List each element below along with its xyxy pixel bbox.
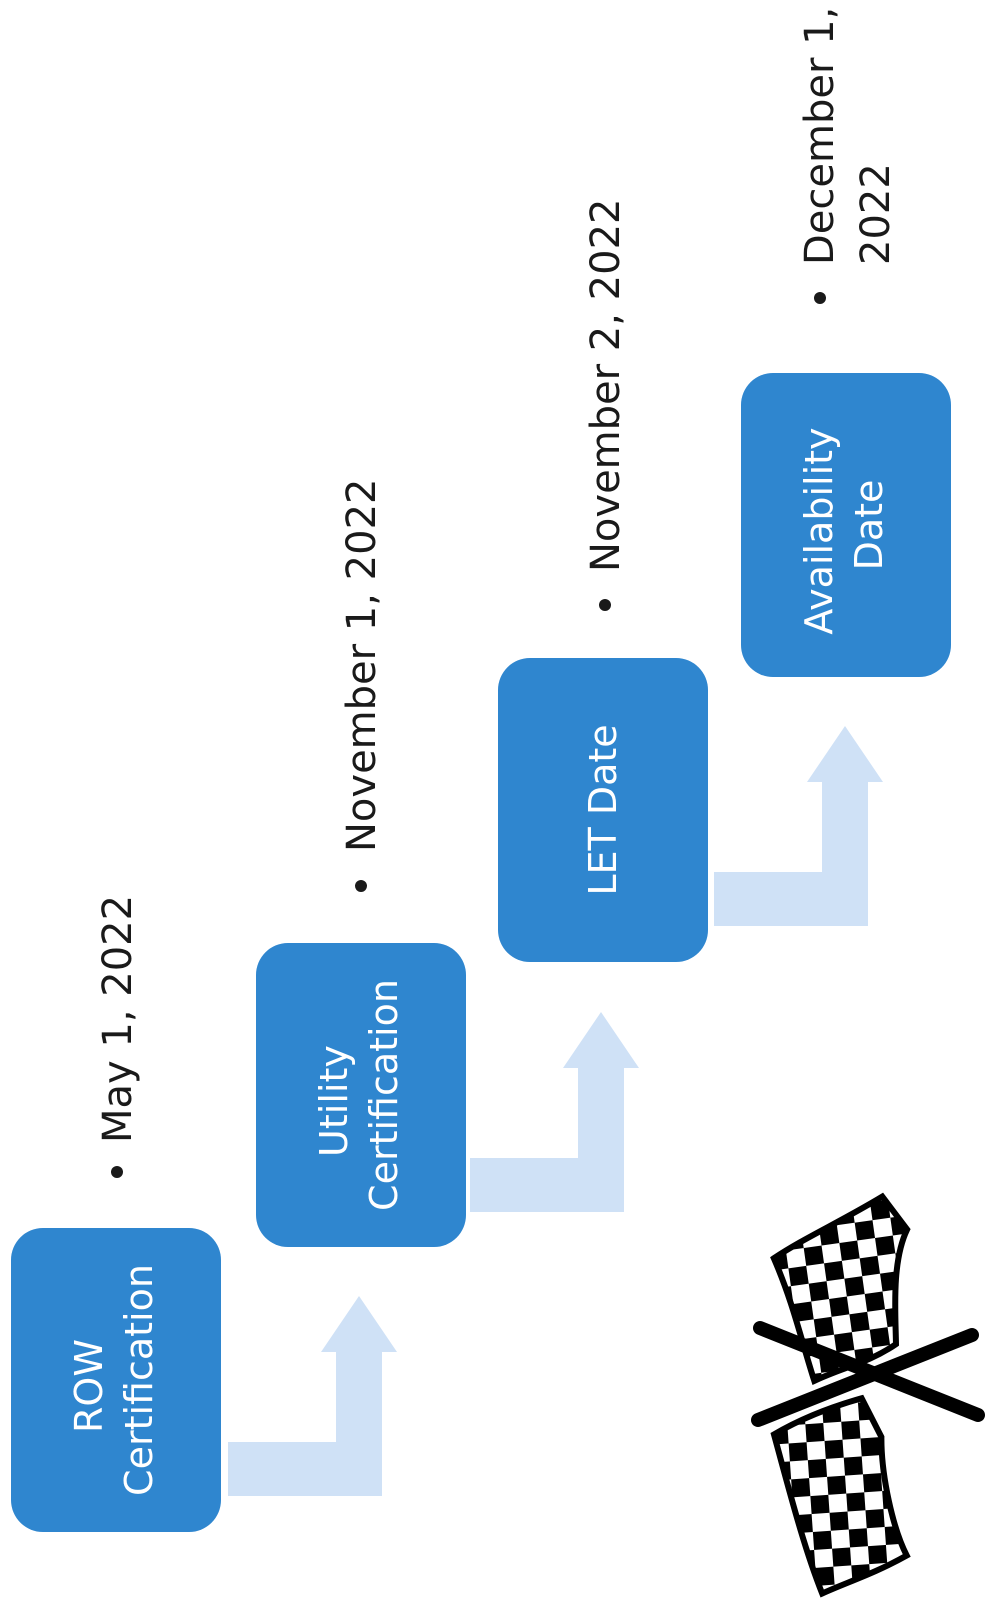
bullet-dot <box>355 880 367 892</box>
step-label-row-certification: ROW Certification <box>67 1264 161 1496</box>
bent-arrow-icon <box>714 726 883 926</box>
bullet-dot <box>599 599 611 611</box>
bent-arrow-icon <box>470 1012 639 1212</box>
step-date-availability-date: December 1, 2022 <box>797 0 899 265</box>
step-box-row-certification <box>11 1228 221 1532</box>
bent-arrow-icon <box>228 1296 397 1496</box>
bullet-dot <box>111 1166 123 1178</box>
step-box-availability-date <box>741 373 951 677</box>
step-date-utility-certification: November 1, 2022 <box>339 479 385 852</box>
step-label-utility-certification: Utility Certification <box>312 979 406 1211</box>
step-label-availability-date: Availability Date <box>797 415 891 634</box>
step-date-let-date: November 2, 2022 <box>583 199 629 572</box>
bullet-dot <box>814 292 826 304</box>
checkered-flags-icon <box>751 1192 985 1598</box>
step-box-utility-certification <box>256 943 466 1247</box>
step-date-row-certification: May 1, 2022 <box>95 895 141 1143</box>
step-box-let-date <box>498 658 708 962</box>
step-label-let-date: LET Date <box>581 724 625 895</box>
